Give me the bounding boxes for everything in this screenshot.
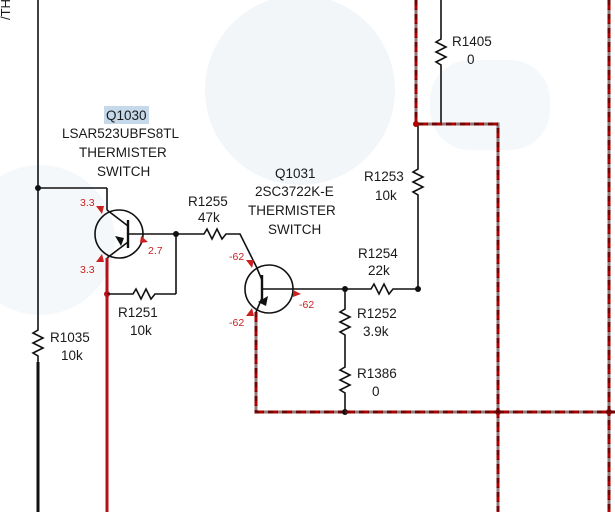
q1031-transistor-symbol	[244, 264, 345, 314]
q1031-emitter-trace	[254, 312, 345, 414]
r1386-ref: R1386	[357, 366, 397, 381]
r1253-ref: R1253	[364, 169, 404, 184]
q1030-ref: Q1030	[106, 108, 147, 123]
r1254-resistor-symbol	[368, 282, 396, 296]
r1255-resistor-symbol	[200, 227, 230, 241]
r1386-resistor-symbol	[338, 364, 352, 396]
q1030-part: LSAR523UBFS8TL	[62, 126, 180, 141]
q1030-emitter-voltage: 3.3	[80, 264, 95, 276]
r1252-value: 3.9k	[363, 324, 389, 339]
background-watermark	[205, 0, 395, 185]
r1035-ref: R1035	[50, 330, 90, 345]
q1030-base-voltage: 2.7	[148, 245, 163, 257]
q1031-base-voltage: -62	[299, 299, 314, 311]
q1031-emitter-trace-shadow	[254, 312, 345, 414]
r1251-ref: R1251	[118, 305, 158, 320]
q1030-collector-voltage: 3.3	[80, 197, 95, 209]
r1254-value: 22k	[368, 263, 390, 278]
r1251-value: 10k	[130, 323, 152, 338]
r1252-ref: R1252	[357, 306, 397, 321]
q1030-transistor-symbol	[94, 209, 176, 259]
r1251-resistor-symbol	[130, 287, 158, 301]
r1255-ref: R1255	[188, 194, 228, 209]
q1031-base-wire	[230, 233, 257, 267]
net-label: /TH	[0, 0, 13, 20]
q1031-base-marker	[246, 260, 254, 268]
r1405-value: 0	[467, 52, 475, 67]
q1030-emitter-marker	[96, 254, 104, 262]
q1030-func-line2: SWITCH	[97, 164, 150, 179]
q1031-part: 2SC3722K-E	[255, 184, 334, 199]
r1252-resistor-symbol	[338, 306, 352, 338]
q1031-emitter-marker	[246, 308, 254, 316]
r1386-value: 0	[372, 384, 380, 399]
q1030-func-line1: THERMISTER	[79, 145, 167, 160]
q1030-base-marker	[140, 236, 148, 243]
q1030-ref-highlight	[104, 106, 149, 124]
supply-trace-right-shadow	[414, 0, 500, 512]
supply-trace-right	[414, 0, 500, 512]
r1253-value: 10k	[375, 188, 397, 203]
q1031-base-in-voltage: -62	[229, 251, 244, 263]
r1253-resistor-symbol	[411, 166, 425, 198]
r1405-resistor-symbol	[434, 36, 448, 68]
r1405-ref: R1405	[452, 34, 492, 49]
r1254-ref: R1254	[358, 246, 398, 261]
junction-dot	[413, 121, 419, 127]
q1031-ref: Q1031	[275, 166, 316, 181]
q1030-collector-marker	[96, 206, 104, 214]
q1031-collector-marker	[293, 290, 301, 297]
r1035-resistor-symbol	[31, 322, 45, 362]
q1031-func-line1: THERMISTER	[248, 203, 336, 218]
q1031-emitter-voltage: -62	[229, 317, 244, 329]
q1031-func-line2: SWITCH	[268, 222, 321, 237]
r1255-value: 47k	[198, 210, 220, 225]
r1035-value: 10k	[61, 348, 83, 363]
